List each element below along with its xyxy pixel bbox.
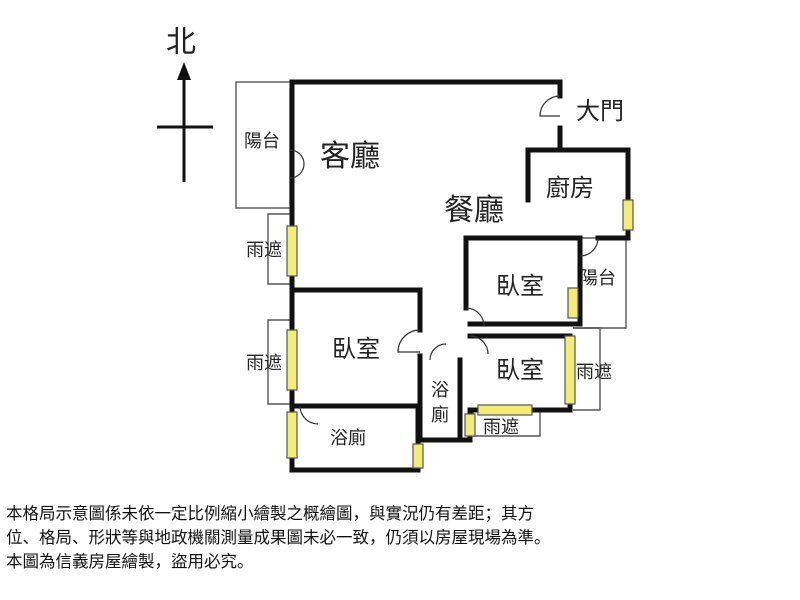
label-canopy-west-bottom: 雨遮 (246, 353, 282, 374)
doors (289, 95, 599, 425)
walls (289, 79, 631, 473)
window-main-bath-west (286, 411, 298, 459)
window-bedroom-north-east (567, 287, 579, 319)
label-bedroom-master: 臥室 (332, 335, 380, 363)
window-canopy-west-top (286, 225, 298, 277)
label-dining-room: 餐廳 (444, 193, 504, 228)
label-bathroom-small-top: 浴 (431, 380, 449, 401)
label-kitchen: 廚房 (546, 174, 594, 202)
window-bedroom-south-east (564, 335, 576, 405)
north-compass: 北 (157, 25, 213, 182)
room-labels: 客廳 餐廳 廚房 大門 陽台 陽台 臥室 臥室 臥室 浴廁 浴 廁 雨遮 雨遮 … (244, 97, 624, 449)
label-balcony-east: 陽台 (580, 268, 616, 289)
wall-kitchen (525, 147, 631, 241)
label-bedroom-north: 臥室 (496, 272, 544, 300)
disclaimer-line-3: 本圖為信義房屋繪製，盜用必究。 (6, 552, 254, 571)
main-bath-door-swing (299, 405, 319, 425)
main-door-swing (539, 95, 561, 117)
floor-plan: 北 (157, 25, 634, 473)
window-bedroom-south-south (477, 404, 533, 416)
window-kitchen-east (622, 199, 634, 231)
label-bedroom-south: 臥室 (496, 356, 544, 384)
disclaimer-line-2: 位、格局、形狀等與地政機關測量成果圖未必一致，仍須以房屋現場為準。 (6, 528, 551, 547)
disclaimer-text: 本格局示意圖係未依一定比例縮小繪製之概繪圖，與實況仍有差距；其方 位、格局、形狀… (6, 502, 796, 574)
label-bathroom-main: 浴廁 (330, 427, 366, 449)
canopy-east-outline (573, 327, 601, 411)
wall-master-bedroom-north (289, 287, 423, 333)
window-main-bath-south (412, 443, 424, 469)
balcony-west-door-swing (289, 149, 305, 179)
small-bath-door-swing (429, 343, 447, 361)
north-arrow-icon (177, 62, 191, 80)
disclaimer-line-1: 本格局示意圖係未依一定比例縮小繪製之概繪圖，與實況仍有差距；其方 (6, 504, 534, 523)
label-living-room: 客廳 (320, 139, 380, 174)
north-label: 北 (166, 25, 196, 60)
balcony-east-door-swing (579, 237, 599, 257)
label-canopy-east: 雨遮 (576, 362, 612, 383)
label-main-door: 大門 (576, 97, 624, 125)
window-canopy-west-bottom (286, 329, 298, 391)
label-bathroom-small-bottom: 廁 (431, 404, 449, 426)
wall-west-outer (289, 79, 563, 473)
label-balcony-west: 陽台 (244, 131, 280, 152)
windows (286, 199, 634, 469)
wall-bedroom-north (463, 235, 583, 327)
canopy-west-bottom-outline (267, 319, 292, 405)
label-canopy-south: 雨遮 (483, 417, 519, 438)
label-canopy-west-top: 雨遮 (246, 240, 282, 261)
bedroom-north-door-swing (465, 307, 485, 327)
canopy-west-top-outline (267, 213, 292, 285)
bedroom-south-door-swing (469, 335, 489, 355)
master-bedroom-door-swing (397, 329, 421, 353)
window-small-bath (464, 413, 476, 437)
